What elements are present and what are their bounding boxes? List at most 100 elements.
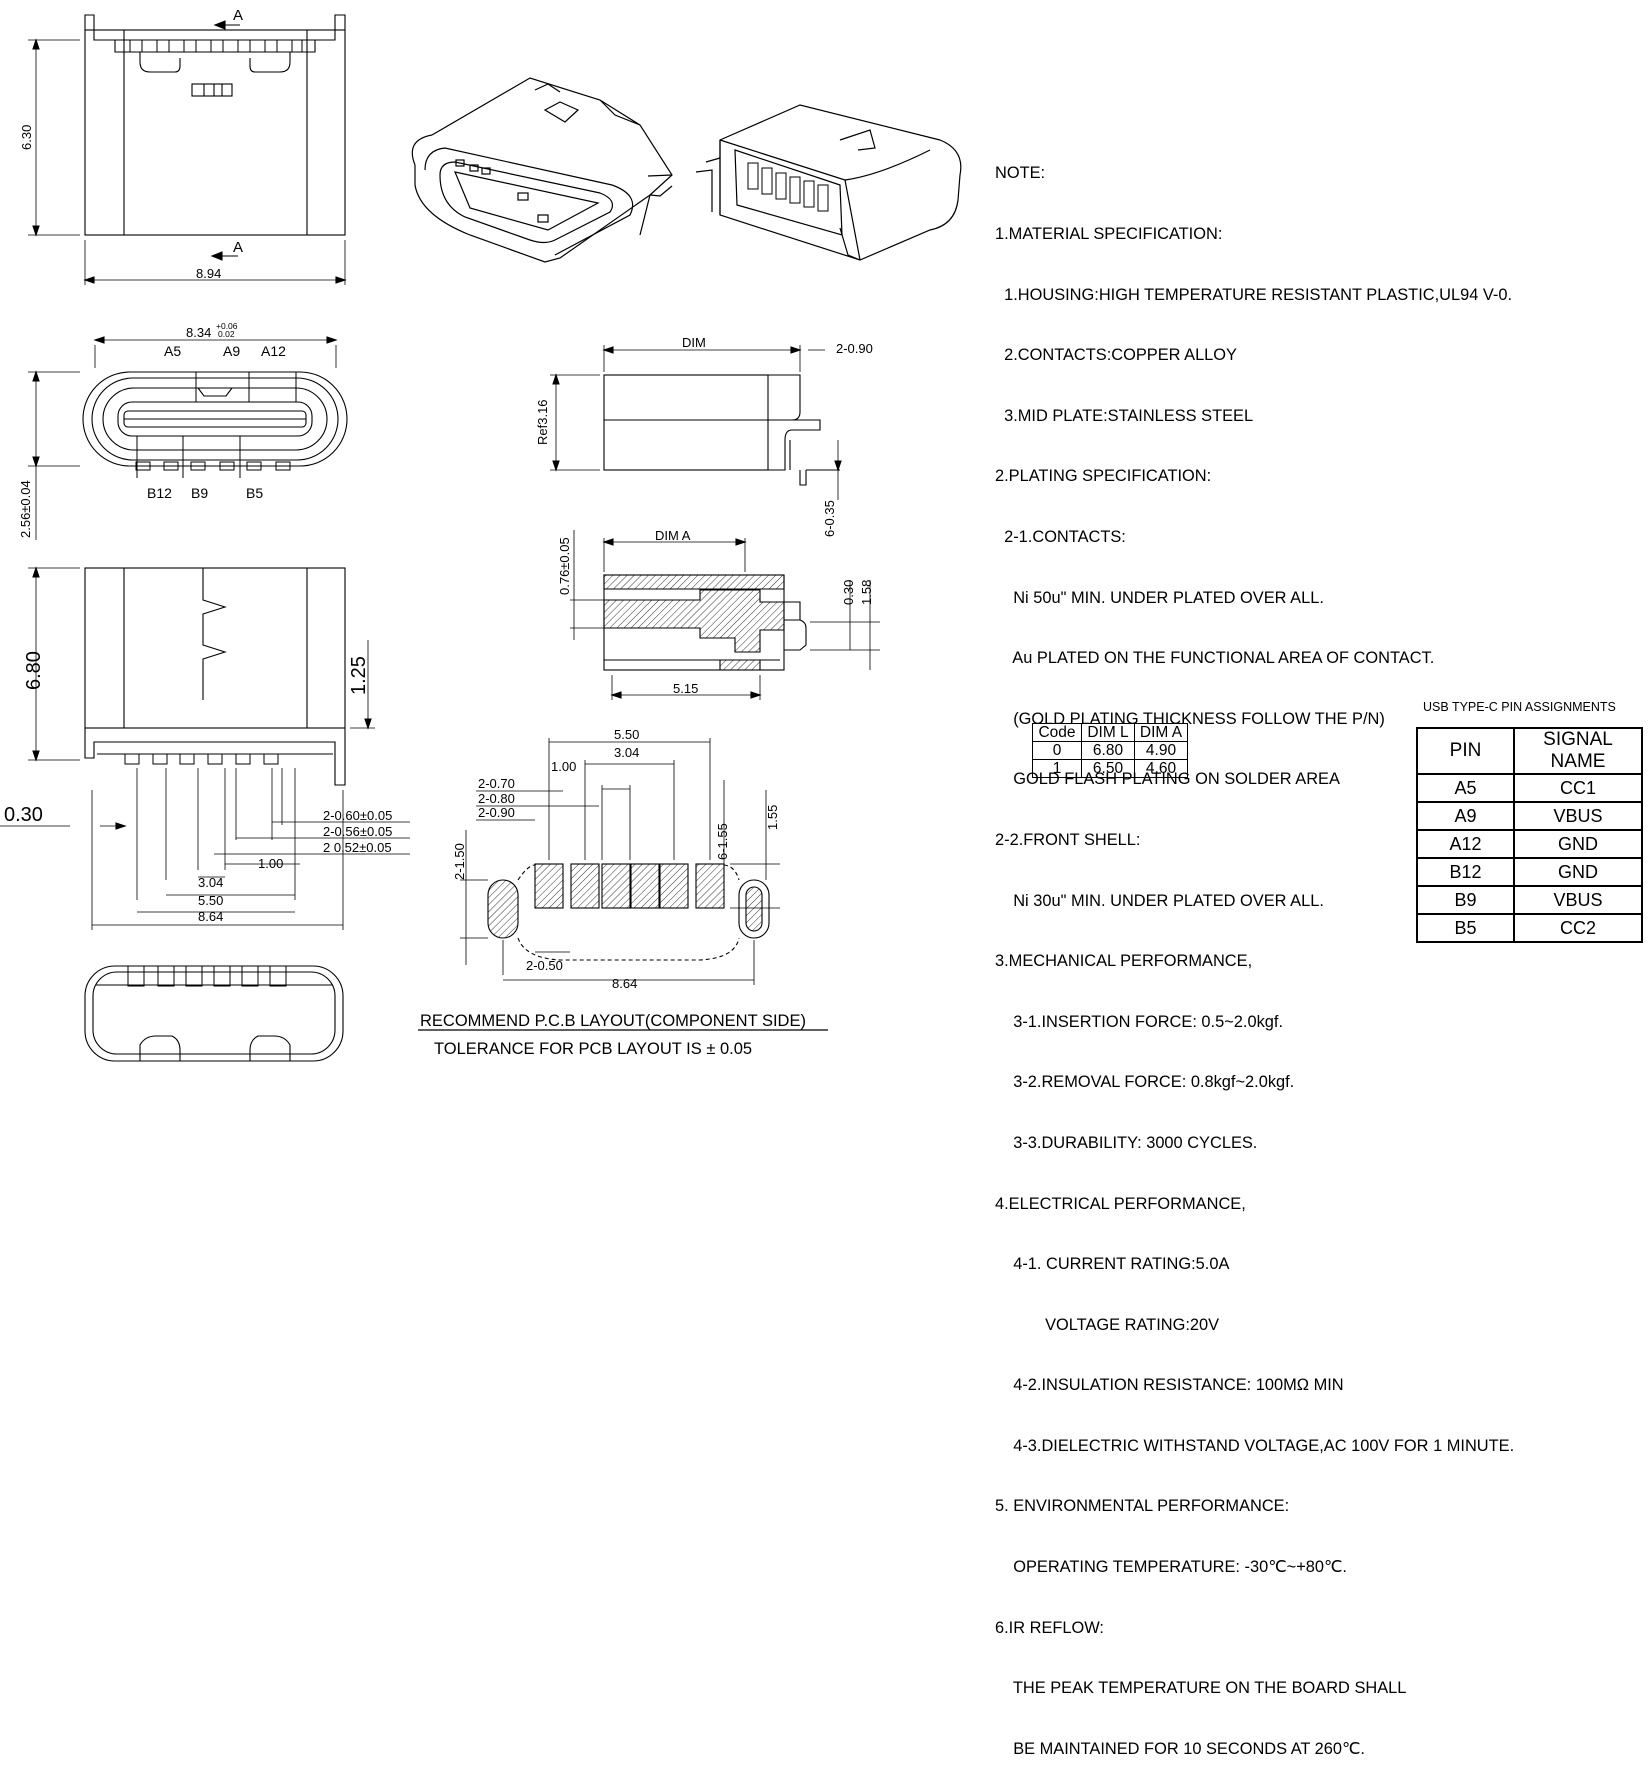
table-cell: VBUS (1513, 801, 1643, 831)
pin-assignment-table: PIN SIGNAL NAME A5 CC1 A9 VBUS A12 GND B… (1416, 727, 1643, 943)
table-header: DIM A (1134, 723, 1188, 742)
table-cell: 1 (1032, 759, 1082, 778)
table-cell: A9 (1416, 801, 1515, 831)
note-line: 5. ENVIRONMENTAL PERFORMANCE: (995, 1497, 1290, 1516)
dim-1-25: 1.25 (348, 656, 370, 695)
table-cell: GND (1513, 857, 1643, 887)
section-label-top: A (233, 7, 243, 24)
table-header: SIGNAL NAME (1513, 727, 1643, 775)
table-header: Code (1032, 723, 1082, 742)
table-cell: A5 (1416, 773, 1515, 803)
table-cell: GND (1513, 829, 1643, 859)
note-line: 1.HOUSING:HIGH TEMPERATURE RESISTANT PLA… (995, 285, 1513, 304)
table-cell: A12 (1416, 829, 1515, 859)
note-line: 3-1.INSERTION FORCE: 0.5~2.0kgf. (995, 1012, 1283, 1031)
pcb-dim-5-50: 5.50 (614, 727, 639, 742)
pcb-dim-2-150: 2-1.50 (452, 843, 467, 880)
table-row: A12 GND (1416, 829, 1643, 859)
table-row: A9 VBUS (1416, 801, 1643, 831)
pcb-dim-2-090: 2-0.90 (478, 805, 515, 820)
pcb-caption: RECOMMEND P.C.B LAYOUT(COMPONENT SIDE) (420, 1012, 806, 1030)
pin-width-1: 2-0.60±0.05 (323, 808, 392, 823)
pcb-dim-1-55: 1.55 (765, 805, 780, 830)
pin-label-b9: B9 (191, 485, 208, 501)
pcb-dim-2-050: 2-0.50 (526, 958, 563, 973)
height-dim-top: 6.30 (19, 125, 34, 150)
note-line: Ni 50u" MIN. UNDER PLATED OVER ALL. (995, 588, 1324, 607)
dim-5-50: 5.50 (198, 893, 223, 908)
front-width-dim: 8.34 (186, 325, 211, 340)
section-1-58: 1.58 (859, 580, 874, 605)
table-header-row: PIN SIGNAL NAME (1416, 727, 1643, 775)
note-line: Ni 30u" MIN. UNDER PLATED OVER ALL. (995, 891, 1324, 910)
note-line: OPERATING TEMPERATURE: -30℃~+80℃. (995, 1558, 1347, 1577)
bottom-view (0, 566, 410, 930)
table-header-row: Code DIM L DIM A (1032, 723, 1188, 742)
table-cell: 6.50 (1081, 759, 1135, 778)
table-row: B5 CC2 (1416, 913, 1643, 943)
table-row: 1 6.50 4.60 (1032, 759, 1188, 778)
section-label-bottom: A (233, 239, 243, 256)
front-tol-minus: 0.02 (218, 329, 235, 339)
isometric-view-rear (695, 104, 962, 261)
note-line: 2.PLATING SPECIFICATION: (995, 467, 1212, 486)
width-dim-top: 8.94 (196, 266, 221, 281)
table-row: B9 VBUS (1416, 885, 1643, 915)
note-line: Au PLATED ON THE FUNCTIONAL AREA OF CONT… (995, 649, 1435, 668)
pcb-dim-6-155: 6-1.55 (715, 823, 730, 860)
dim-1-00: 1.00 (258, 856, 283, 871)
table-cell: CC1 (1513, 773, 1643, 803)
front-height-dim: 2.56±0.04 (18, 480, 33, 538)
pin-label-b12: B12 (147, 485, 172, 501)
pcb-tolerance: TOLERANCE FOR PCB LAYOUT IS ± 0.05 (434, 1040, 752, 1058)
pcb-dim-8-64: 8.64 (612, 976, 637, 991)
table-cell: B5 (1416, 913, 1515, 943)
isometric-view-front (411, 77, 673, 263)
top-view (28, 14, 347, 285)
section-0-76: 0.76±0.05 (557, 537, 572, 595)
note-line: 3.MECHANICAL PERFORMANCE, (995, 952, 1253, 971)
note-line: BE MAINTAINED FOR 10 SECONDS AT 260℃. (995, 1739, 1365, 1758)
side-dim-label: DIM (682, 335, 706, 350)
section-view (570, 530, 880, 700)
side-view (550, 345, 842, 500)
pcb-dim-2-080: 2-0.80 (478, 791, 515, 806)
table-row: B12 GND (1416, 857, 1643, 887)
dim-0-30-left: 0.30 (4, 804, 43, 826)
table-cell: 4.60 (1134, 759, 1188, 778)
note-line: NOTE: (995, 164, 1046, 183)
side-dim-2-090: 2-0.90 (836, 341, 873, 356)
note-line: 1.MATERIAL SPECIFICATION: (995, 225, 1223, 243)
pcb-dim-3-04: 3.04 (614, 745, 639, 760)
section-0-30: 0.30 (841, 580, 856, 605)
note-line: 3.MID PLATE:STAINLESS STEEL (995, 406, 1254, 425)
note-line: 4-2.INSULATION RESISTANCE: 100MΩ MIN (995, 1376, 1344, 1395)
pin-label-a12: A12 (261, 343, 286, 359)
note-line: VOLTAGE RATING:20V (995, 1315, 1220, 1334)
front-view (28, 336, 348, 540)
dimension-table: Code DIM L DIM A 0 6.80 4.90 1 6.50 4.60 (1032, 723, 1188, 778)
section-5-15: 5.15 (673, 681, 698, 696)
pin-width-2: 2-0.56±0.05 (323, 824, 392, 839)
note-line: 2.CONTACTS:COPPER ALLOY (995, 346, 1237, 365)
table-cell: 0 (1032, 741, 1082, 760)
table-cell: VBUS (1513, 885, 1643, 915)
note-line: 4-3.DIELECTRIC WITHSTAND VOLTAGE,AC 100V… (995, 1436, 1515, 1455)
table-cell: B12 (1416, 857, 1515, 887)
note-line: THE PEAK TEMPERATURE ON THE BOARD SHALL (995, 1679, 1407, 1698)
pcb-layout (418, 738, 828, 1031)
note-line: 3-3.DURABILITY: 3000 CYCLES. (995, 1133, 1258, 1152)
table-row: 0 6.80 4.90 (1032, 741, 1188, 760)
notes-block: NOTE: 1.MATERIAL SPECIFICATION: 1.HOUSIN… (995, 123, 1635, 1779)
side-6-035: 6-0.35 (822, 500, 837, 537)
table-cell: 6.80 (1081, 741, 1135, 760)
side-ref-316: Ref3.16 (535, 399, 550, 445)
pin-label-a9: A9 (223, 343, 240, 359)
table-cell: B9 (1416, 885, 1515, 915)
table-row: A5 CC1 (1416, 773, 1643, 803)
mechanical-drawing: A A 6.30 8.94 8.34 +0.06 0.02 A5 A9 A12 … (0, 7, 962, 1062)
dim-3-04: 3.04 (198, 875, 223, 890)
pin-label-a5: A5 (164, 343, 181, 359)
pin-width-3: 2 0.52±0.05 (323, 840, 392, 855)
note-line: 4-1. CURRENT RATING:5.0A (995, 1255, 1230, 1274)
